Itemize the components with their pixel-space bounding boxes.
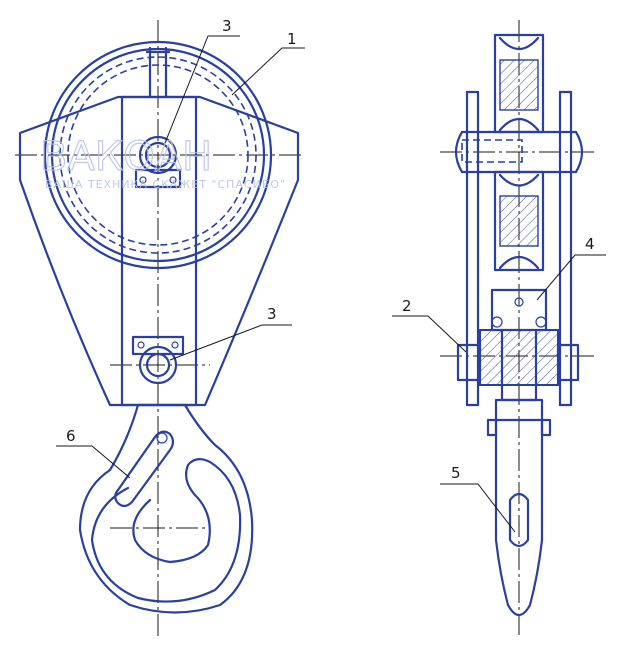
hook-outer — [78, 403, 254, 614]
callout-3-top: 3 — [222, 17, 232, 35]
callout-2: 2 — [402, 297, 412, 315]
hook-eye — [508, 492, 530, 548]
top-axle-outer — [138, 135, 178, 175]
leader-3-top — [164, 35, 240, 144]
front-view — [15, 20, 305, 640]
upper-sheave-groove — [498, 36, 540, 132]
leader-1 — [231, 47, 305, 96]
top-lock-plate — [134, 168, 182, 189]
bearing-ball — [491, 316, 503, 328]
callout-1: 1 — [287, 30, 297, 48]
side-section-view — [440, 20, 595, 635]
bolt-hole — [137, 341, 145, 349]
hook-side-profile — [494, 418, 544, 617]
watermark: ВАКОАН ВАША ТЕХНИКА СКАЖЕТ "СПАСИБО" — [39, 133, 286, 191]
watermark-slogan: ВАША ТЕХНИКА СКАЖЕТ "СПАСИБО" — [45, 178, 286, 191]
bearing-ball — [535, 316, 547, 328]
callout-3-bottom: 3 — [267, 305, 277, 323]
leader-3-bottom — [169, 324, 292, 361]
cheek-plate — [18, 95, 300, 407]
sheave-dashed-2 — [67, 64, 249, 246]
side-plates — [465, 90, 573, 407]
leader-2 — [392, 315, 467, 353]
bolt-hole — [171, 341, 179, 349]
bottom-lock-plate — [131, 335, 185, 356]
watermark-logo: ВАКОАН — [40, 134, 212, 180]
axle-dashed — [461, 139, 523, 163]
lower-sheave-hatch — [499, 195, 539, 247]
leader-5 — [440, 483, 516, 533]
top-axle-boss — [454, 130, 584, 174]
top-spoke — [145, 46, 171, 99]
upper-sheave-hatch — [499, 59, 539, 111]
sheave-guard-inner — [50, 47, 266, 263]
callout-4: 4 — [585, 235, 595, 253]
plate-ends — [465, 90, 573, 407]
latch-pivot — [156, 432, 168, 444]
traverse-caps — [456, 343, 580, 382]
leader-4 — [536, 254, 606, 301]
callout-5: 5 — [451, 464, 461, 482]
sheave-guard-outer — [43, 40, 273, 270]
bolt-hole — [139, 176, 147, 184]
bottom-axle-outer — [138, 345, 178, 385]
leader-6 — [56, 445, 131, 479]
nut-center — [514, 297, 524, 307]
lower-sheave-groove — [498, 173, 540, 270]
callout-6: 6 — [66, 427, 76, 445]
bottom-axle-inner — [145, 352, 171, 378]
traverse-hatch — [479, 329, 559, 386]
top-axle-inner — [144, 141, 172, 169]
hook-inner — [90, 458, 242, 603]
sheave-dashed-1 — [59, 56, 257, 254]
callouts: 1 3 3 6 2 4 5 — [56, 17, 606, 533]
lower-sheave — [493, 170, 545, 272]
safety-latch — [114, 430, 175, 508]
bolt-hole — [169, 176, 177, 184]
